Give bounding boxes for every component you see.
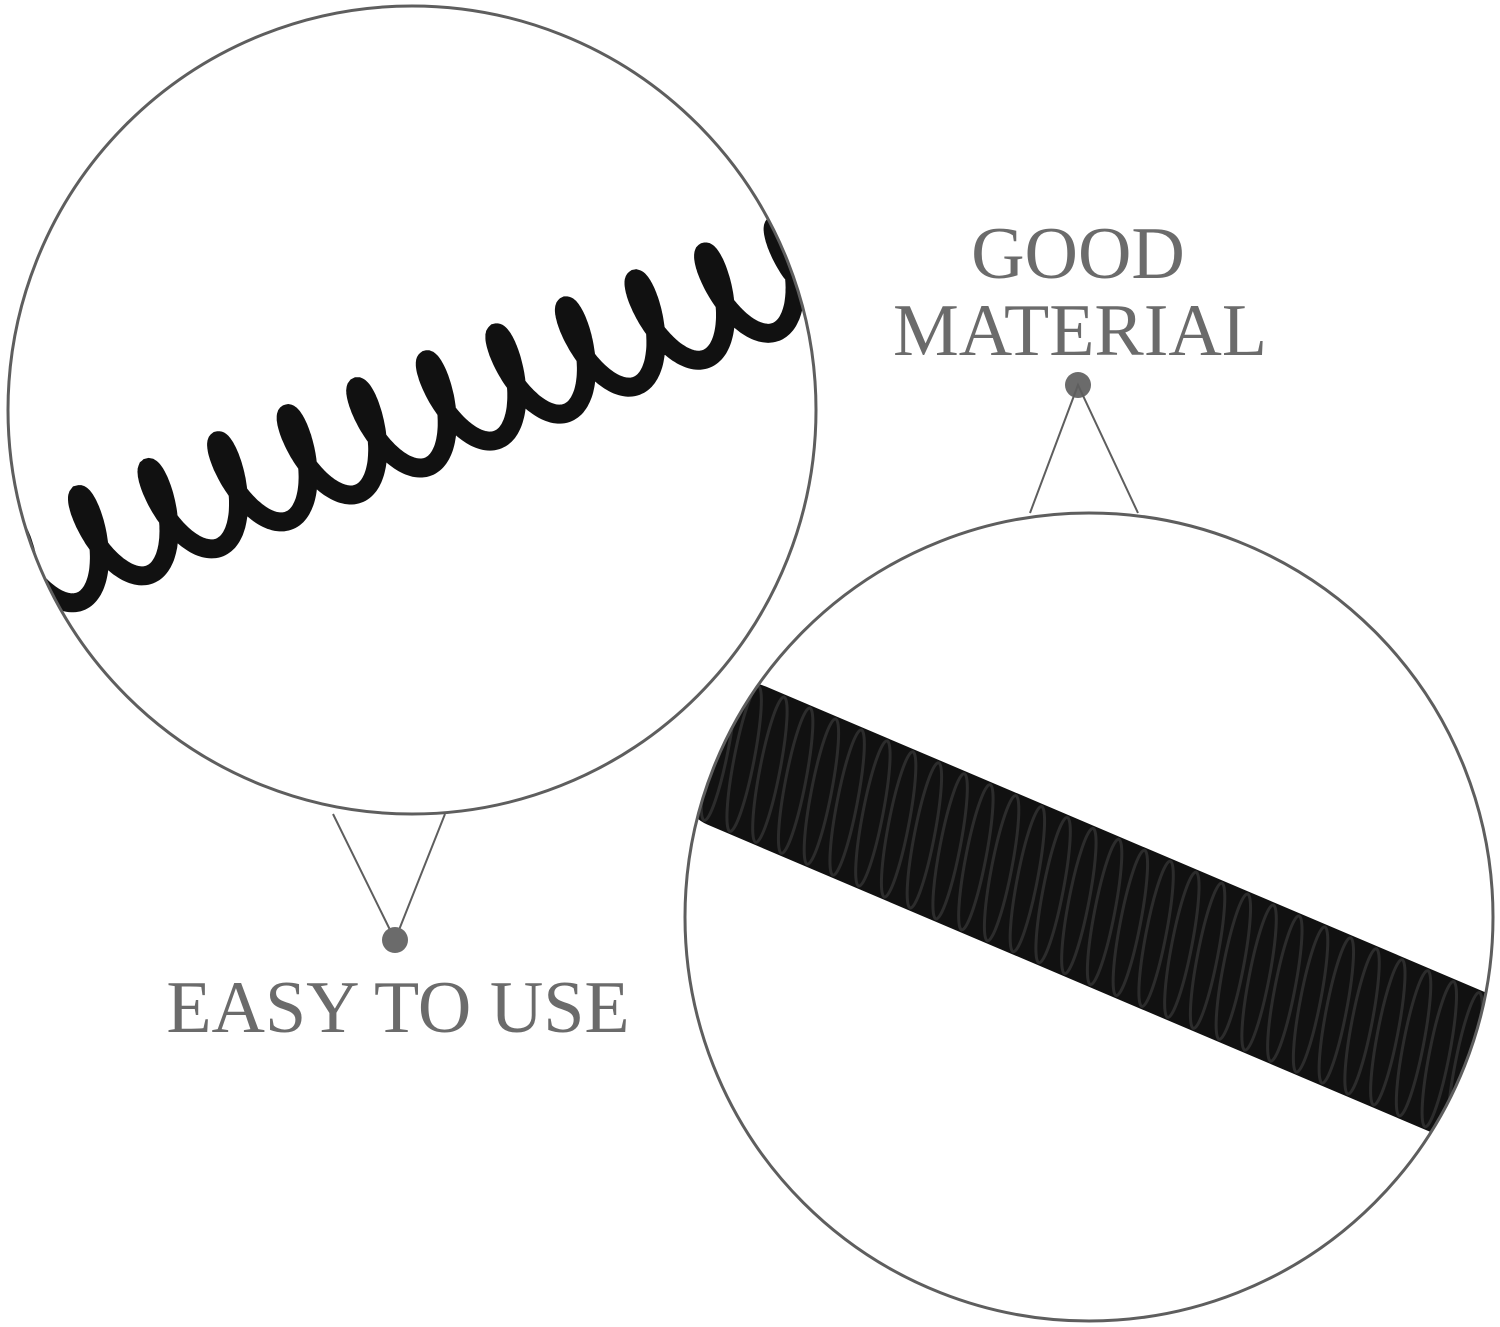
cord-rib [1111,848,1150,998]
stretched-coil-detail [8,215,805,613]
cord-rib [1394,969,1433,1118]
callout-dot [382,927,408,953]
compressed-coil-detail [685,673,1493,1140]
callout-pointer [1029,382,1139,514]
cord-rib [828,728,866,877]
callout-easy-to-use: EASY TO USE [166,813,630,1049]
cord-rib [1188,881,1227,1030]
cord-rib [879,750,918,899]
cord-rib [1163,870,1201,1019]
cord-body [685,683,1493,1137]
cord-rib [802,717,841,866]
zoom-circle-left [6,4,818,816]
cord-rib [1034,815,1072,965]
cord-rib [982,794,1021,943]
cord-rib [1291,925,1330,1074]
cord-rib [1214,892,1253,1041]
cord-rib [1137,859,1175,1008]
cord-rib [1240,903,1278,1052]
compressed-coil-cord [685,673,1493,1140]
cord-rib [1343,947,1381,1096]
stretched-coil-spring [8,215,805,613]
cord-rib [1008,804,1047,954]
cord-rib [1085,837,1124,987]
callout-line2: MATERIAL [893,290,1267,372]
cord-rib [751,695,789,844]
cord-rib [931,772,969,921]
cord-rib [1369,958,1407,1107]
cord-rib [1266,914,1304,1063]
cord-rib [776,706,815,855]
cord-rib [957,783,995,932]
callout-line1: GOOD [971,213,1185,295]
cord-rib [905,761,944,910]
callout-pointer [332,813,446,943]
zoom-circle-right [683,511,1495,1323]
cord-rib [1060,826,1098,976]
callout-text: EASY TO USE [166,967,629,1049]
cord-rib [1420,980,1459,1129]
callout-good-material: GOOD MATERIAL [893,213,1267,514]
